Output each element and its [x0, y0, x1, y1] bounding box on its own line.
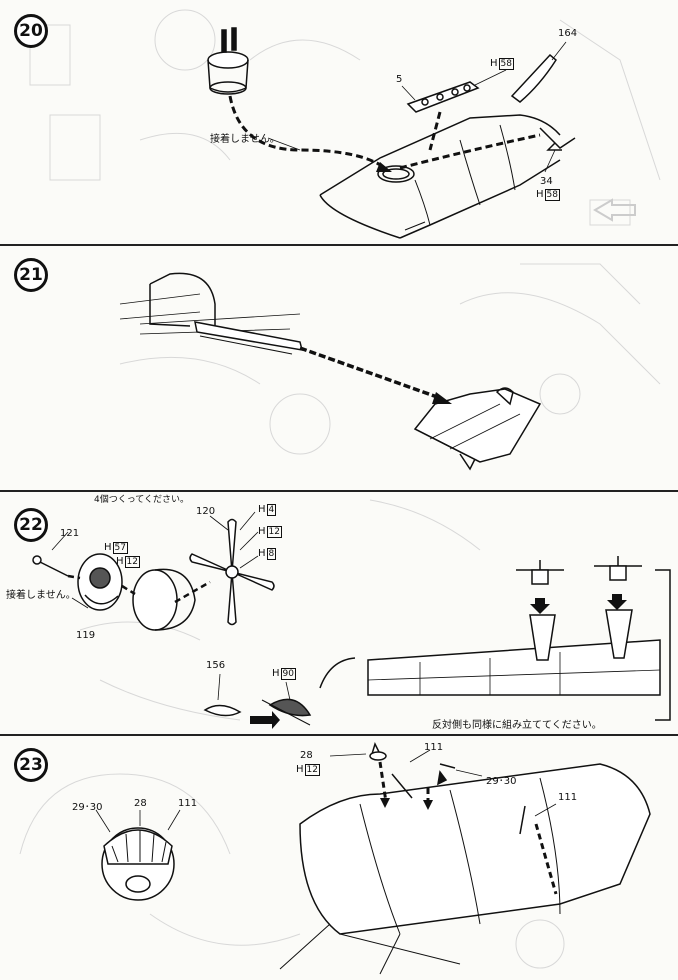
h-box-number: 4: [266, 504, 277, 516]
part-label: 111: [424, 742, 444, 753]
no-glue-note: 接着しません。: [6, 590, 76, 601]
part-label: 29･30: [72, 802, 103, 813]
step-number: 20: [19, 21, 43, 41]
h-prefix: H: [116, 556, 124, 567]
part-label: 5: [396, 74, 403, 85]
h-prefix: H: [258, 504, 266, 515]
h-box-number: 90: [280, 668, 296, 680]
part-label: 121: [60, 528, 80, 539]
opposite-side-note: 反対側も同様に組み立ててください。: [432, 720, 602, 731]
part-label: 111: [178, 798, 198, 809]
step-23-illustration: [19, 741, 651, 975]
step-number-badge: 20: [14, 14, 48, 48]
step-number: 22: [19, 515, 43, 535]
h-box-number: 58: [544, 189, 560, 201]
h-prefix: H: [536, 189, 544, 200]
part-label: 156: [206, 660, 226, 671]
part-label: 119: [76, 630, 96, 641]
step-number-badge: 21: [14, 258, 48, 292]
part-label: 164: [558, 28, 578, 39]
h-box-number: 12: [304, 764, 320, 776]
no-glue-note: 接着しません。: [210, 134, 280, 145]
part-label: 28: [134, 798, 147, 809]
h-prefix: H: [104, 542, 112, 553]
h-box-number: 12: [124, 556, 140, 568]
h-box-number: 12: [266, 526, 282, 538]
make-four-note: 4個つくってください。: [94, 495, 190, 505]
step-22-illustration: [32, 499, 671, 729]
part-label: 120: [196, 506, 216, 517]
h-prefix: H: [272, 668, 280, 679]
step-number-badge: 22: [14, 508, 48, 542]
h-prefix: H: [490, 58, 498, 69]
step-20-illustration: [29, 9, 661, 239]
step-21-illustration: [119, 263, 661, 471]
part-label: 29･30: [486, 776, 517, 787]
h-box-number: 57: [112, 542, 128, 554]
step-number-badge: 23: [14, 748, 48, 782]
part-label: 28: [300, 750, 313, 761]
h-prefix: H: [258, 548, 266, 559]
step-21-panel: 21: [0, 244, 678, 492]
part-label: 34: [540, 176, 553, 187]
h-prefix: H: [296, 764, 304, 775]
h-box-number: 58: [498, 58, 514, 70]
step-number: 23: [19, 755, 43, 775]
h-prefix: H: [258, 526, 266, 537]
step-number: 21: [19, 265, 43, 285]
part-label: 111: [558, 792, 578, 803]
h-box-number: 8: [266, 548, 277, 560]
